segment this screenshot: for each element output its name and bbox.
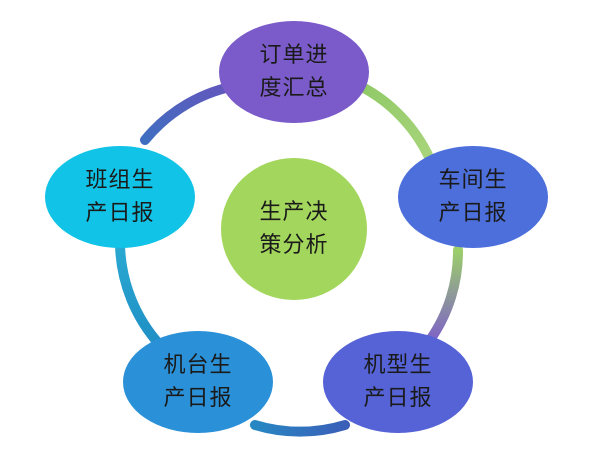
ring-segment-left (115, 240, 165, 350)
node-machine-daily-label: 机台生 产日报 (163, 353, 233, 411)
ring-segment-bottom (250, 420, 350, 437)
ring (115, 77, 464, 437)
ring-segment-right (425, 245, 464, 345)
node-team-daily: 班组生 产日报 (45, 146, 195, 248)
node-order-progress-label: 订单进 度汇总 (259, 43, 329, 101)
node-workshop-daily: 车间生 产日报 (398, 146, 548, 248)
node-order-progress: 订单进 度汇总 (219, 21, 369, 123)
center-node: 生产决 策分析 (221, 158, 367, 300)
node-model-daily-label: 机型生 产日报 (363, 353, 433, 411)
node-team-daily-label: 班组生 产日报 (85, 168, 155, 226)
node-workshop-daily-label: 车间生 产日报 (438, 168, 508, 226)
node-machine-daily: 机台生 产日报 (123, 331, 273, 433)
center-node-label: 生产决 策分析 (259, 200, 329, 258)
node-model-daily: 机型生 产日报 (323, 331, 473, 433)
